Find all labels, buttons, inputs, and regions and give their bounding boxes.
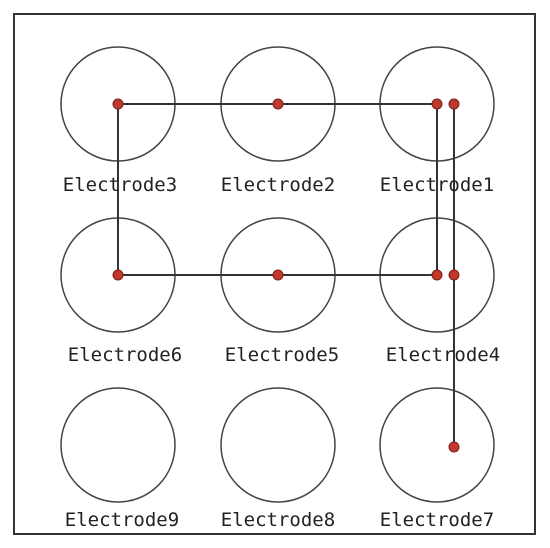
node-electrode-3 [112, 98, 124, 110]
node-electrode-7 [448, 441, 460, 453]
electrode-label-8: Electrode8 [221, 509, 335, 531]
node-electrode-5 [272, 269, 284, 281]
electrode-label-6: Electrode6 [68, 344, 182, 366]
electrode-label-5: Electrode5 [225, 344, 339, 366]
electrode-label-3: Electrode3 [63, 174, 177, 196]
node-electrode-1-b [448, 98, 460, 110]
electrode-label-9: Electrode9 [65, 509, 179, 531]
node-electrode-6 [112, 269, 124, 281]
electrode-label-2: Electrode2 [221, 174, 335, 196]
electrode-label-1: Electrode1 [380, 174, 494, 196]
wire-nodes [112, 98, 460, 453]
electrode-label-7: Electrode7 [380, 509, 494, 531]
electrode-circle-8 [220, 387, 336, 503]
electrode-labels: Electrode1 Electrode2 Electrode3 Electro… [63, 174, 500, 531]
diagram-frame [13, 13, 536, 535]
node-electrode-2 [272, 98, 284, 110]
electrode-label-4: Electrode4 [386, 344, 500, 366]
electrode-circle-7 [379, 387, 495, 503]
node-electrode-1-a [431, 98, 443, 110]
wire-paths [117, 103, 455, 447]
node-electrode-4-a [431, 269, 443, 281]
node-electrode-4-b [448, 269, 460, 281]
electrode-circle-9 [60, 387, 176, 503]
